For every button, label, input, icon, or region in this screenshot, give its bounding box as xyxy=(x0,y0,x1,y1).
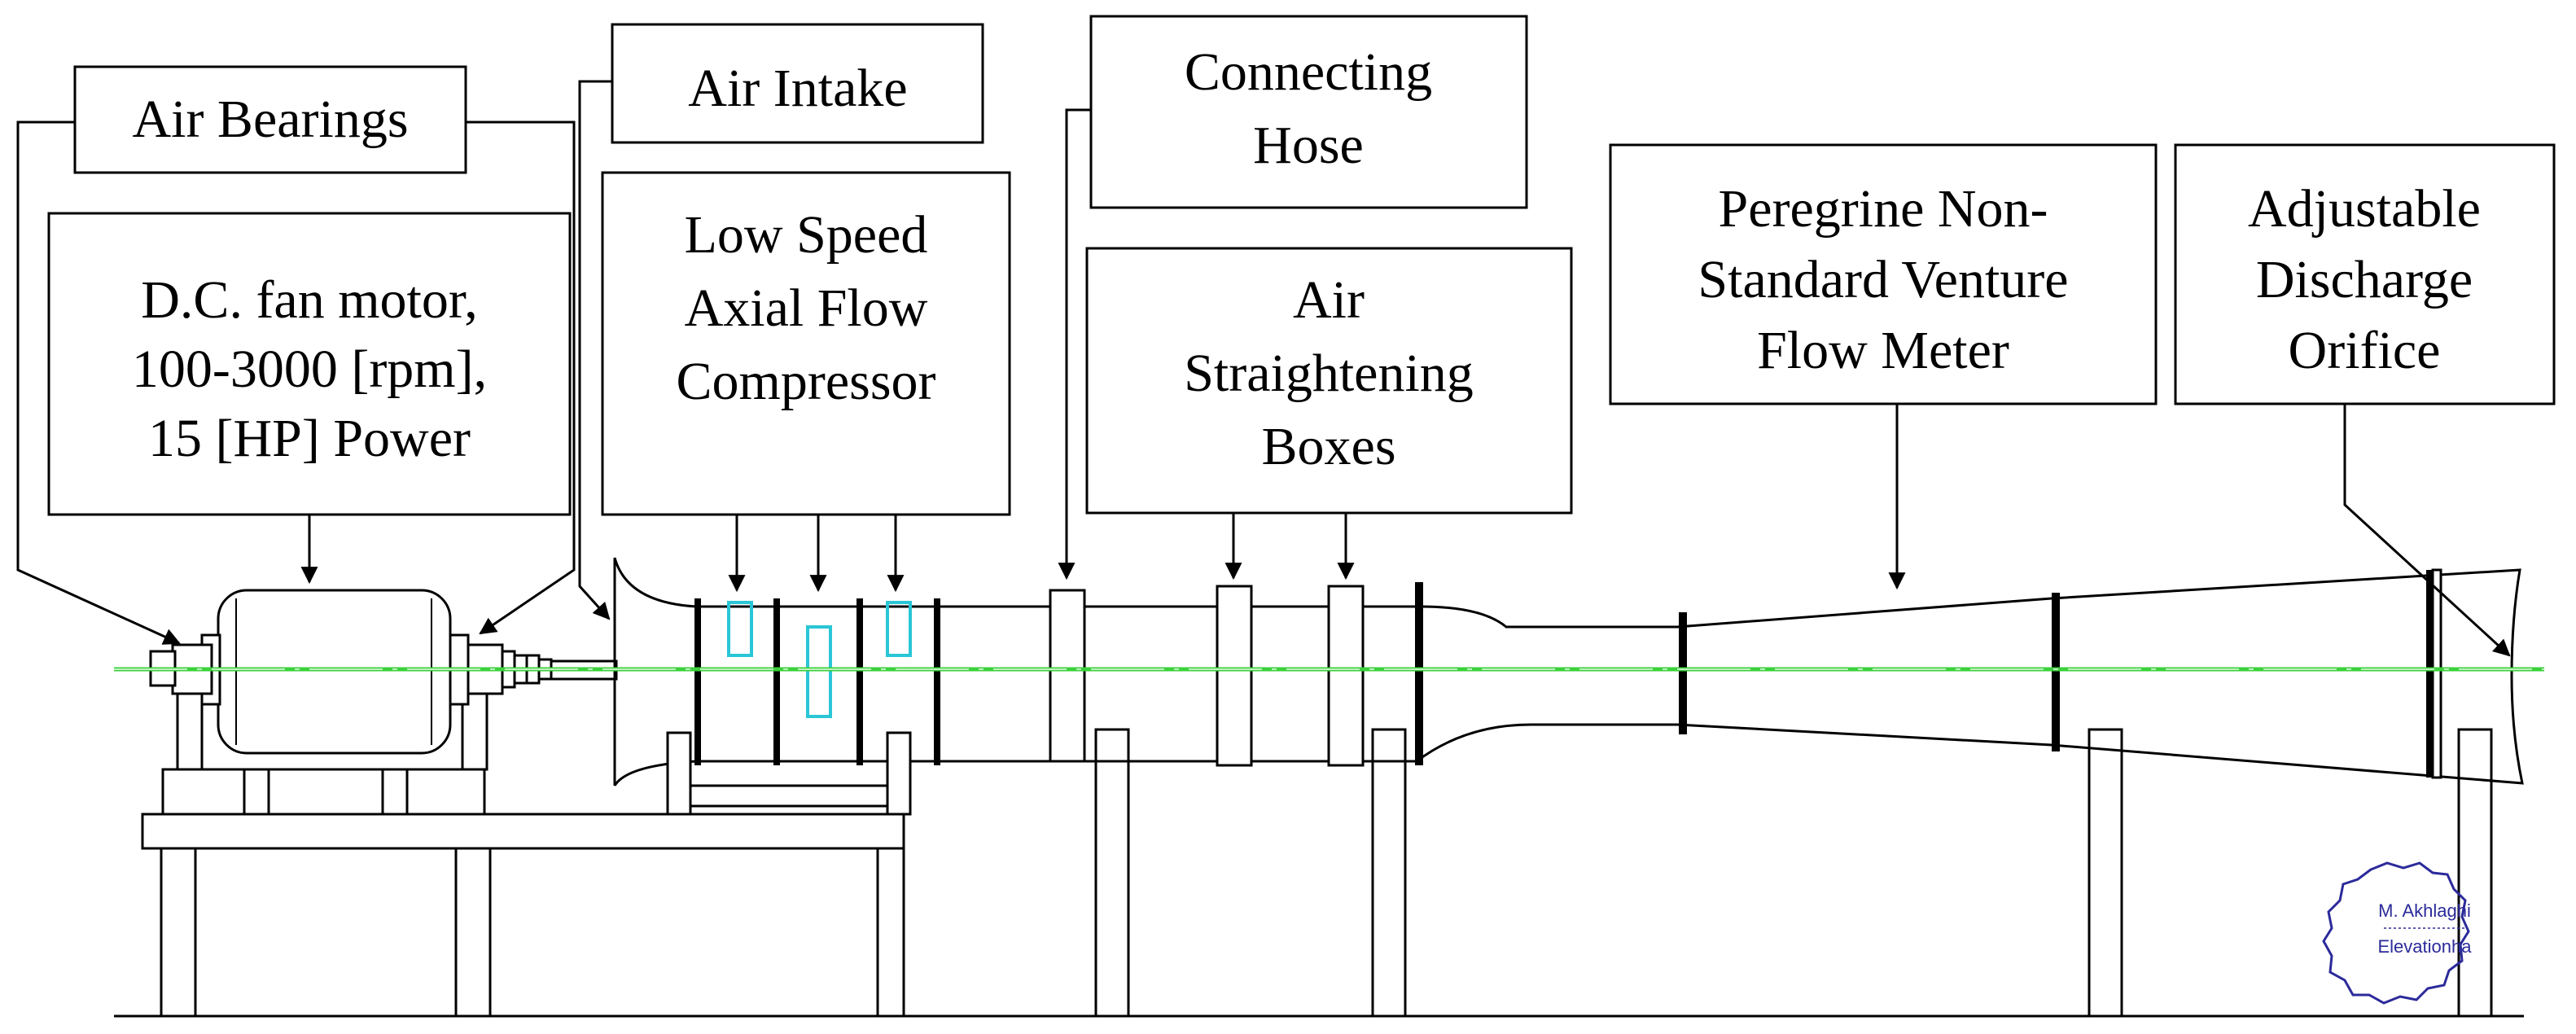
watermark-line2: Elevationha xyxy=(2378,936,2473,957)
flow-meter-text-line1: Peregrine Non- xyxy=(1718,179,2048,239)
label-compressor: Low Speed Axial Flow Compressor xyxy=(601,171,1011,516)
watermark-line1: M. Akhlaghi xyxy=(2378,900,2471,921)
label-connecting-hose: Connecting Hose xyxy=(1089,15,1528,209)
compressor-text-line2: Axial Flow xyxy=(685,278,928,338)
flow-meter-text-line3: Flow Meter xyxy=(1757,321,2009,380)
compressor-text-line1: Low Speed xyxy=(685,205,928,265)
air-intake-text: Air Intake xyxy=(688,59,907,118)
arrow-connecting-hose xyxy=(1058,108,1091,581)
label-air-intake: Air Intake xyxy=(611,23,984,144)
connecting-hose-text-line2: Hose xyxy=(1253,116,1364,175)
duct-outline xyxy=(613,557,2524,786)
compressor-blade xyxy=(806,625,832,718)
label-motor: D.C. fan motor, 100-3000 [rpm], 15 [HP] … xyxy=(47,212,572,516)
duct-support xyxy=(1371,728,1407,1018)
discharge-text-line1: Adjustable xyxy=(2248,179,2481,239)
discharge-orifice xyxy=(2426,570,2433,778)
compressor-text-line3: Compressor xyxy=(677,352,936,411)
compressor-blade xyxy=(727,601,753,657)
straightening-text-line3: Boxes xyxy=(1262,417,1396,476)
compressor-blade xyxy=(886,601,912,657)
watermark-stamp: M. Akhlaghi Elevationha xyxy=(2322,861,2473,1005)
air-bearings-text: Air Bearings xyxy=(132,90,408,149)
discharge-text-line2: Discharge xyxy=(2256,250,2473,309)
arrow-discharge-orifice xyxy=(2343,404,2511,657)
duct-support xyxy=(2457,728,2493,1018)
label-straightening-boxes: Air Straightening Boxes xyxy=(1085,247,1573,515)
straightening-box xyxy=(1327,585,1365,767)
label-air-bearings: Air Bearings xyxy=(73,65,467,174)
duct-support xyxy=(2088,728,2123,1018)
motor-text-line1: D.C. fan motor, xyxy=(141,270,477,330)
flow-meter-text-line2: Standard Venture xyxy=(1698,250,2068,309)
label-discharge-orifice: Adjustable Discharge Orifice xyxy=(2174,143,2556,405)
test-bench xyxy=(114,728,2524,1018)
discharge-text-line3: Orifice xyxy=(2289,321,2441,380)
connecting-hose xyxy=(1049,589,1086,763)
dc-fan-motor xyxy=(149,589,618,816)
leader-arrows xyxy=(16,80,2511,657)
label-flow-meter: Peregrine Non- Standard Venture Flow Met… xyxy=(1609,143,2158,405)
arrow-air-bearing-right xyxy=(466,120,576,635)
arrow-air-intake xyxy=(578,80,612,620)
straightening-text-line2: Straightening xyxy=(1184,344,1474,403)
arrow-air-bearing-left xyxy=(16,120,181,645)
bench-top xyxy=(141,813,905,850)
motor-text-line3: 15 [HP] Power xyxy=(148,409,471,468)
duct-support xyxy=(1094,728,1130,1018)
motor-text-line2: 100-3000 [rpm], xyxy=(132,340,487,399)
connecting-hose-text-line1: Connecting xyxy=(1185,42,1432,102)
motor-body xyxy=(217,589,452,755)
straightening-box xyxy=(1216,585,1253,767)
wind-tunnel-duct xyxy=(613,557,2524,816)
straightening-text-line1: Air xyxy=(1293,270,1365,330)
